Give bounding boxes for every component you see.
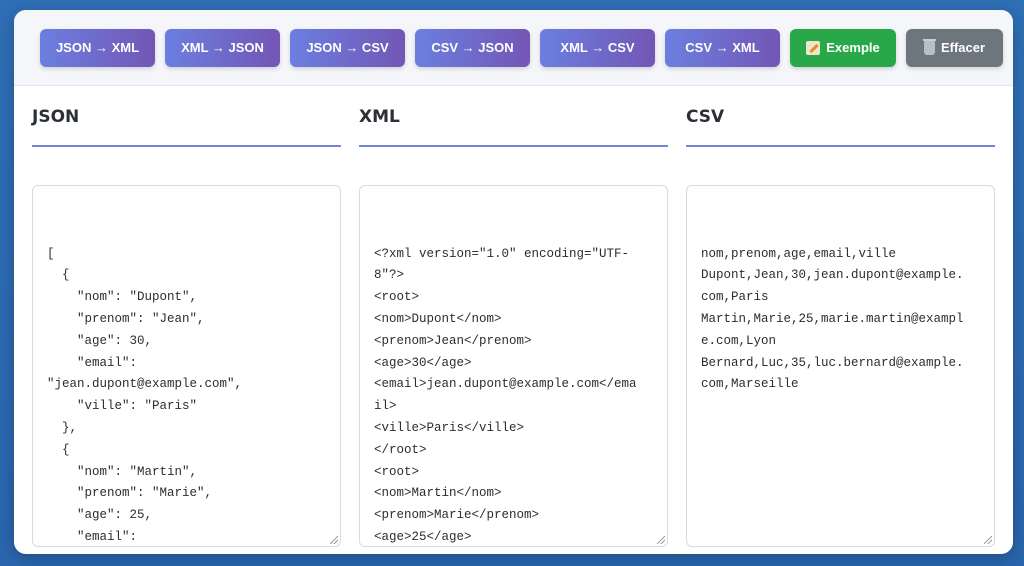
clear-button[interactable]: Effacer xyxy=(906,28,1003,67)
json-textarea[interactable]: [ { "nom": "Dupont", "prenom": "Jean", "… xyxy=(32,185,341,547)
csv-to-xml-button[interactable]: CSV → XML xyxy=(665,28,780,67)
json-to-csv-button[interactable]: JSON → CSV xyxy=(290,28,405,67)
csv-panel-title: CSV xyxy=(686,107,995,147)
csv-to-json-button[interactable]: CSV → JSON xyxy=(415,28,530,67)
example-button-label: Exemple xyxy=(826,40,880,55)
editor-panels: JSON [ { "nom": "Dupont", "prenom": "Jea… xyxy=(14,86,1013,547)
json-panel-title: JSON xyxy=(32,107,341,147)
xml-textarea-content: <?xml version="1.0" encoding="UTF- 8"?> … xyxy=(374,246,637,544)
xml-panel: XML <?xml version="1.0" encoding="UTF- 8… xyxy=(359,86,668,547)
example-button[interactable]: Exemple xyxy=(790,28,896,67)
clear-button-label: Effacer xyxy=(940,40,986,55)
xml-textarea[interactable]: <?xml version="1.0" encoding="UTF- 8"?> … xyxy=(359,185,668,547)
resize-handle[interactable] xyxy=(330,536,338,544)
resize-handle[interactable] xyxy=(984,536,992,544)
json-panel: JSON [ { "nom": "Dupont", "prenom": "Jea… xyxy=(32,86,341,547)
json-to-xml-button[interactable]: JSON → XML xyxy=(40,28,155,67)
pencil-memo-icon xyxy=(806,40,821,55)
json-textarea-content: [ { "nom": "Dupont", "prenom": "Jean", "… xyxy=(47,246,243,544)
csv-textarea-content: nom,prenom,age,email,ville Dupont,Jean,3… xyxy=(701,246,964,392)
converter-card: JSON → XML XML → JSON JSON → CSV CSV → J… xyxy=(14,10,1013,554)
resize-handle[interactable] xyxy=(657,536,665,544)
trash-icon xyxy=(922,38,936,55)
xml-to-csv-button[interactable]: XML → CSV xyxy=(540,28,655,67)
xml-panel-title: XML xyxy=(359,107,668,147)
xml-to-json-button[interactable]: XML → JSON xyxy=(165,28,280,67)
toolbar: JSON → XML XML → JSON JSON → CSV CSV → J… xyxy=(14,10,1013,86)
csv-panel: CSV nom,prenom,age,email,ville Dupont,Je… xyxy=(686,86,995,547)
csv-textarea[interactable]: nom,prenom,age,email,ville Dupont,Jean,3… xyxy=(686,185,995,547)
